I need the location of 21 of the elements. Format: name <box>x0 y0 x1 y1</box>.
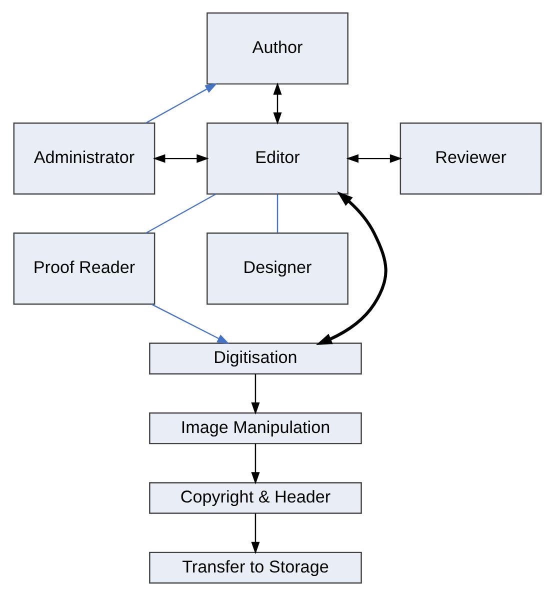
node-box: Transfer to Storage <box>148 552 362 584</box>
node-box: Editor <box>206 122 348 195</box>
node-box: Reviewer <box>399 122 542 195</box>
node-box: Designer <box>206 232 348 305</box>
arrow <box>346 154 402 163</box>
arrow <box>145 83 217 124</box>
node-box: Administrator <box>12 122 155 195</box>
arrow <box>316 191 387 346</box>
arrow <box>272 82 282 125</box>
node-box: Copyright & Header <box>148 482 362 514</box>
arrow <box>250 444 260 484</box>
arrow <box>152 154 208 163</box>
node-box: Image Manipulation <box>148 412 362 444</box>
node-box: Proof Reader <box>12 232 155 305</box>
connector <box>145 194 216 234</box>
connector <box>276 194 278 233</box>
arrow <box>250 513 260 554</box>
arrow <box>250 374 260 415</box>
node-box: Digitisation <box>148 342 362 374</box>
node-box: Author <box>206 12 348 85</box>
arrow <box>150 304 229 344</box>
